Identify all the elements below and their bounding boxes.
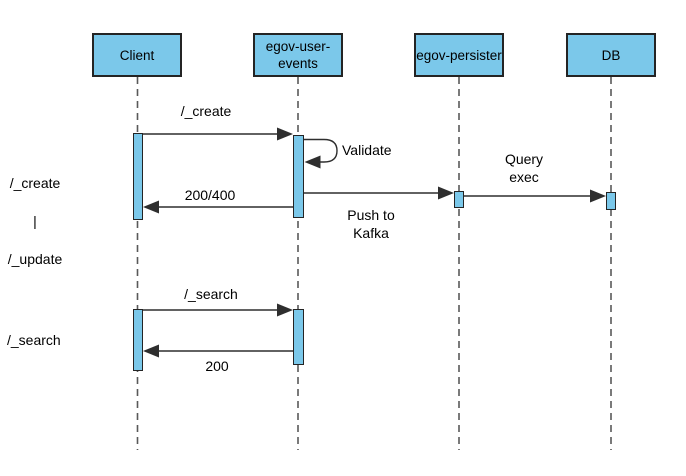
arrowhead-validate (304, 155, 321, 169)
message-label-search: /_search (184, 286, 238, 302)
message-label-push-to-kafka: Push to Kafka (347, 207, 395, 241)
actor-box-egov-persister: egov-persister (414, 33, 504, 77)
actor-box-egov-user-events: egov-user-events (253, 33, 343, 77)
actor-label-client: Client (119, 47, 155, 63)
arrowhead-200-400 (143, 200, 159, 214)
side-label-pipe-line: | (33, 213, 37, 229)
message-label-validate: Validate (342, 142, 392, 158)
message-label-create: /_create (180, 103, 232, 119)
message-label-200: 200 (205, 358, 229, 374)
side-label-create-line: /_create (9, 175, 61, 191)
message-label-query-exec: Query exec (504, 151, 544, 185)
message-arrow-validate-self-loop (303, 138, 338, 163)
activation-bar-client-2 (132, 309, 143, 371)
actor-label-egov-user-events: egov-user-events (265, 39, 331, 71)
arrowhead-query-exec (590, 189, 606, 203)
actor-label-db: DB (601, 47, 621, 63)
side-label-create-update: /_create | /_update (4, 155, 66, 288)
activation-bar-egov-user-events-1 (292, 135, 304, 218)
arrowhead-create (277, 127, 293, 141)
actor-box-db: DB (566, 33, 656, 77)
actor-box-client: Client (92, 33, 182, 77)
side-label-update-line: /_update (7, 251, 63, 267)
activation-bar-egov-user-events-2 (292, 309, 304, 365)
message-label-200-400: 200/400 (184, 187, 236, 203)
activation-bar-client-1 (132, 133, 143, 220)
actor-label-egov-persister: egov-persister (416, 47, 502, 63)
side-label-search: /_search (7, 332, 61, 348)
activation-bar-db (606, 192, 616, 210)
activation-bar-egov-persister (454, 191, 464, 208)
arrowhead-push-to-kafka (438, 186, 454, 200)
arrowhead-200 (143, 344, 159, 358)
arrowhead-search (277, 303, 293, 317)
